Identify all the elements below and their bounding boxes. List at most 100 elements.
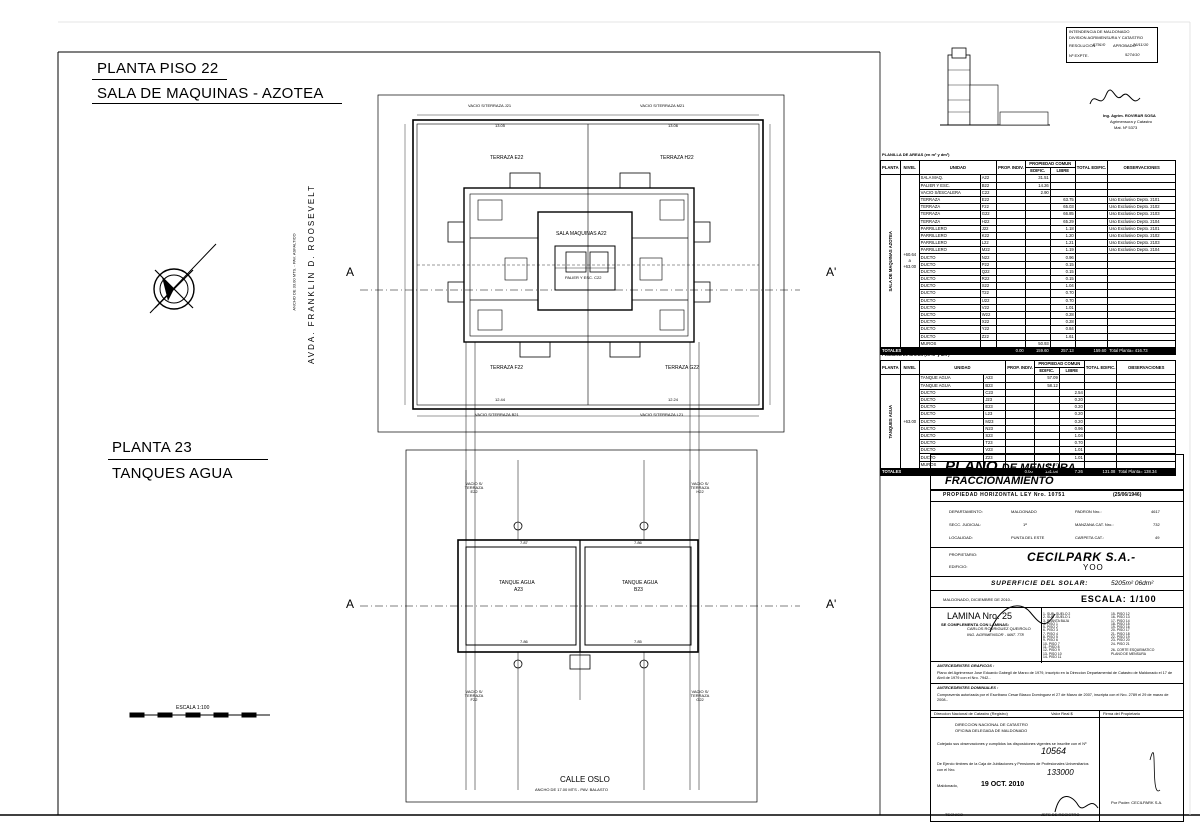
table-cell	[996, 274, 1026, 284]
table-cell	[1074, 282, 1109, 291]
plan-label: SALA MAQUINAS A22	[556, 231, 607, 237]
divider	[931, 710, 1183, 711]
table-header: PLANTA	[880, 159, 901, 176]
table-cell: 0.20	[1058, 410, 1085, 419]
table-cell: DUCTO	[918, 410, 985, 419]
table-cell: 1.04	[1058, 431, 1085, 441]
table-cell: 159.60	[1024, 346, 1051, 356]
street-bottom-name: CALLE OSLO	[560, 775, 610, 784]
lamina-item: 8- PISO 5	[1043, 635, 1058, 640]
firma-propietario-label: Firma del Propietario	[1103, 711, 1141, 716]
table-cell: 0.28	[1049, 310, 1076, 320]
table-cell	[996, 325, 1026, 334]
table-cell: DUCTO	[918, 310, 981, 320]
table-cell	[1083, 395, 1118, 405]
table-cell	[1116, 417, 1176, 426]
field-value: 4617	[1151, 509, 1160, 514]
table-cell: DUCTO	[918, 274, 981, 284]
table-cell: 58.12	[1033, 381, 1060, 390]
table-cell: DUCTO	[918, 395, 985, 405]
engineer-title: Agrimensura y Catastro	[1110, 119, 1153, 124]
por-poder: Por Poder: CECILPARK S.A.	[1111, 800, 1163, 805]
divider	[931, 661, 1183, 662]
table-cell	[996, 332, 1026, 341]
lamina-item: 21- PISO 18	[1111, 631, 1130, 636]
table-cell	[1107, 253, 1176, 262]
divider	[931, 501, 1183, 502]
north-arrow-icon	[149, 243, 217, 314]
table-cell	[1107, 274, 1176, 284]
table-cell	[1024, 217, 1051, 226]
table-cell: Uso Exclusivo Depto. 2102	[1107, 231, 1176, 241]
field-value: 1ª	[1023, 522, 1027, 527]
table-header: PROP. INDIV.	[996, 159, 1026, 176]
table-cell: TANQUE AGUA	[918, 381, 985, 390]
table-cell	[1005, 381, 1035, 390]
table-cell: Y22	[979, 325, 998, 334]
table-cell	[1083, 431, 1118, 441]
table-cell	[1116, 460, 1176, 469]
lamina-item: 13- PISO 10	[1043, 651, 1062, 656]
lamina-item: 23- PISO 20	[1111, 638, 1130, 643]
table-cell	[1074, 246, 1109, 255]
table-cell	[1083, 388, 1118, 397]
table-cell: 0.70	[1049, 289, 1076, 298]
table-cell: Uso Exclusivo Depto. 2103	[1107, 210, 1176, 219]
table-header: TOTAL EDIFIC.	[1074, 159, 1109, 176]
table-header-row: EDIFIC.LIBRE	[881, 367, 1176, 376]
table-cell: DUCTO	[918, 388, 985, 397]
table-cell: 1.18	[1049, 224, 1076, 233]
inscripcion-number: 10564	[1041, 746, 1067, 756]
table-cell	[1024, 239, 1051, 248]
inscripcion-date: 19 OCT. 2010	[981, 781, 1025, 788]
table-cell	[1074, 332, 1109, 341]
lamina-item: 18- PISO 15	[1111, 621, 1130, 626]
table-cell: R22	[979, 274, 998, 284]
table-cell: Uso Exclusivo Depto. 2101	[1107, 195, 1176, 205]
floor23-subtitle: TANQUES AGUA	[112, 465, 233, 482]
table-cell	[1083, 403, 1118, 412]
table-cell: 1.61	[1049, 332, 1076, 341]
table-cell	[1107, 188, 1176, 197]
divider	[931, 683, 1183, 684]
table-cell	[1107, 310, 1176, 320]
section-mark-a: A	[346, 265, 355, 279]
table-cell: DUCTO	[918, 267, 981, 277]
dimension: 7.85	[634, 639, 642, 644]
floor22-subtitle: SALA DE MAQUINAS - AZOTEA	[97, 85, 324, 102]
table-cell: K22	[979, 231, 998, 241]
table-cell: F22	[979, 203, 998, 212]
table-cell	[1074, 303, 1109, 312]
table-cell: Uso Exclusivo Depto. 2101	[1107, 224, 1176, 233]
table-cell	[1116, 410, 1176, 419]
table-cell: PARRILLERO	[918, 239, 981, 248]
lamina-item: 5- PISO 2	[1043, 625, 1058, 630]
lamina-item: 12- PISO 9	[1043, 648, 1060, 653]
table-cell	[1116, 403, 1176, 412]
table-header: OBSERVACIONES	[1116, 359, 1176, 376]
superficie-label: SUPERFICIE DEL SOLAR:	[991, 580, 1089, 587]
table-cell	[1074, 210, 1109, 219]
table-header: PROPIEDAD COMUN	[1033, 359, 1085, 369]
table-cell	[1107, 181, 1176, 190]
plan-label: TERRAZA F22	[490, 365, 524, 371]
table-cell	[1074, 274, 1109, 284]
table-cell	[1049, 188, 1076, 197]
divider	[931, 547, 1183, 548]
table-cell: 65.03	[1049, 203, 1076, 212]
plan-label: VACIO S/TERRAZA L21	[640, 412, 684, 417]
table-cell	[1024, 224, 1051, 233]
dimension: 13.05	[495, 123, 506, 128]
table-cell	[1033, 417, 1060, 426]
table-header: OBSERVACIONES	[1107, 159, 1176, 176]
lamina-item: 1- SUB -SUELO 2	[1043, 612, 1071, 616]
owner-name: CECILPARK S.A.-	[1027, 550, 1136, 564]
